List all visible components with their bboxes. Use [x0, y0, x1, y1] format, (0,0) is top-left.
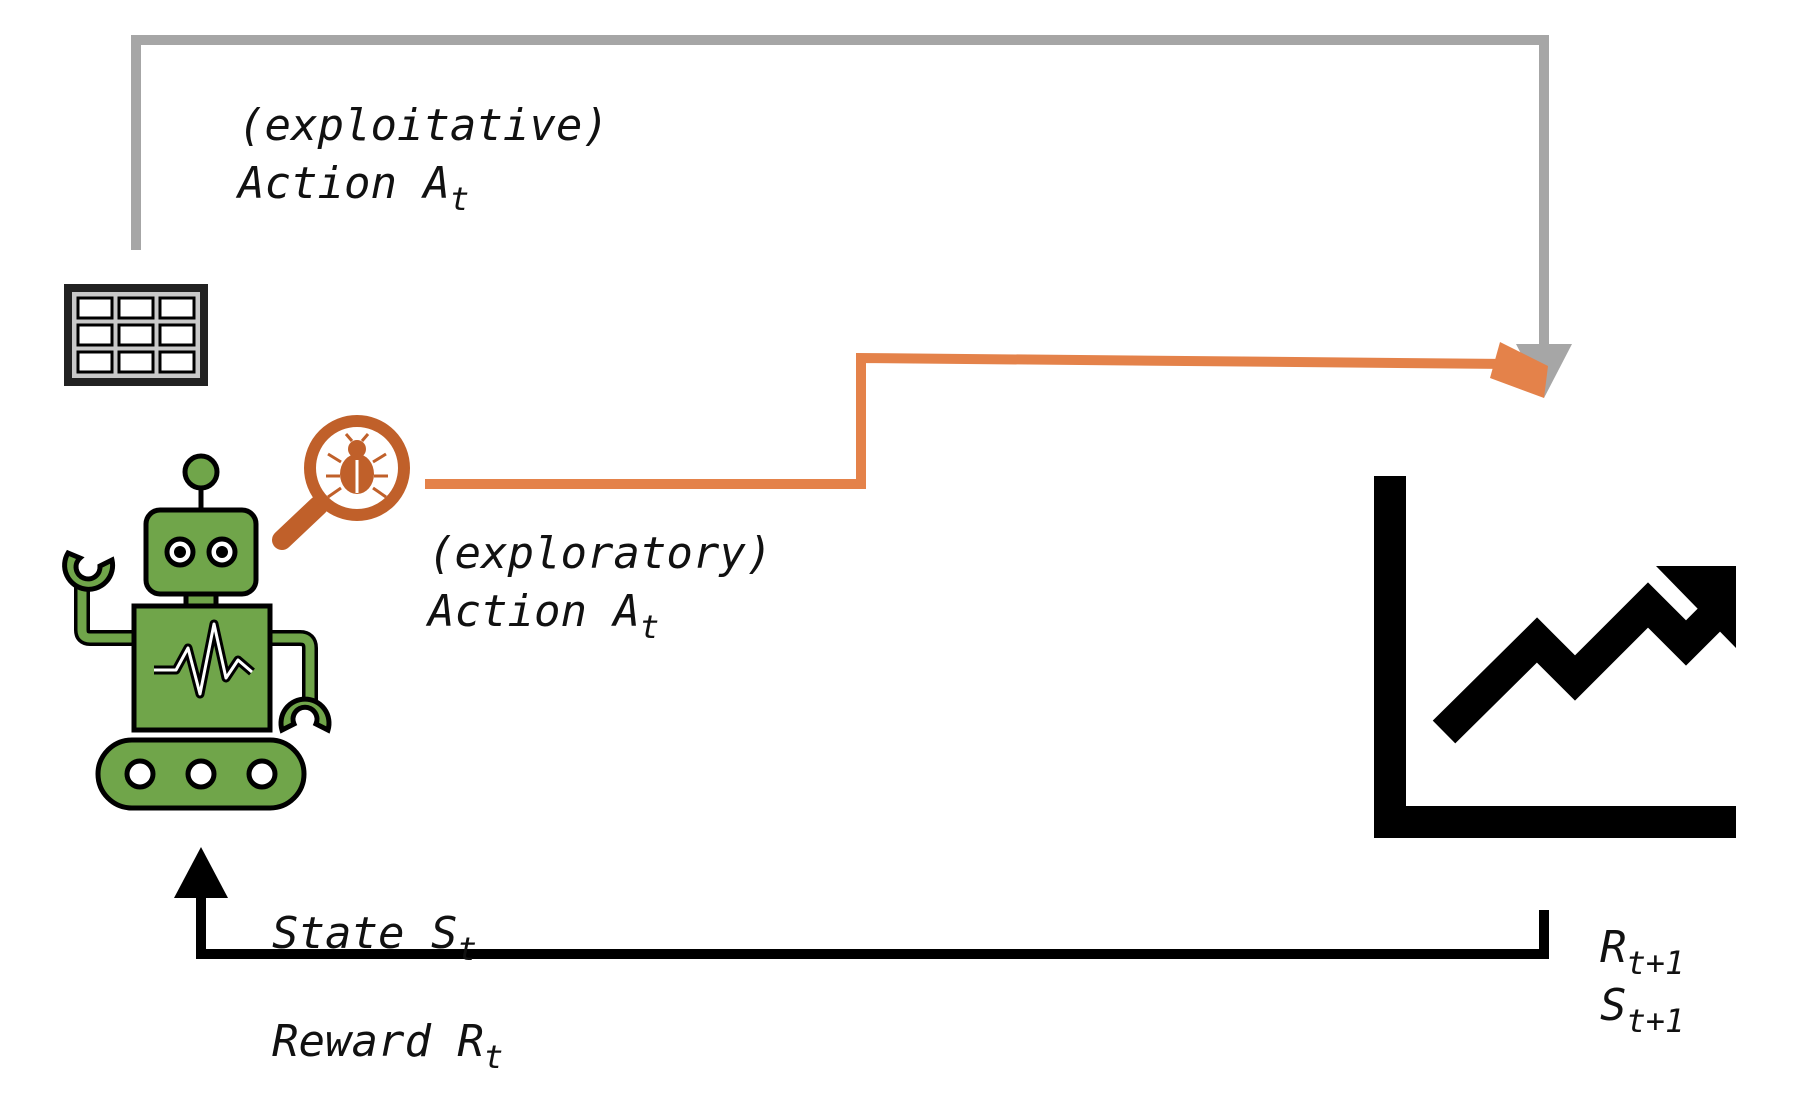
next-reward-label: Rt+1	[1600, 926, 1684, 980]
exploitative-action-arrow	[131, 35, 1572, 398]
robot-icon	[62, 453, 332, 811]
next-reward-subscript: t+1	[1626, 944, 1685, 982]
state-subscript: t	[457, 930, 477, 968]
table-icon	[64, 284, 208, 386]
next-reward-name: R	[1600, 922, 1627, 973]
next-state-name: S	[1600, 980, 1627, 1031]
exploratory-action-arrow	[425, 342, 1548, 489]
exploitative-action-name: Action A	[238, 158, 450, 209]
next-state-label: St+1	[1600, 984, 1684, 1038]
reward-subscript: t	[483, 1038, 504, 1076]
exploitative-action-label: Action At	[238, 162, 469, 216]
exploitative-qualifier: (exploitative)	[238, 100, 609, 151]
exploratory-qualifier: (exploratory)	[428, 528, 773, 579]
exploitative-action-subscript: t	[449, 180, 470, 218]
state-name: State S	[272, 908, 458, 959]
reward-name: Reward R	[272, 1016, 484, 1067]
next-state-subscript: t+1	[1626, 1002, 1685, 1040]
trending-up-chart-icon	[1374, 476, 1736, 838]
magnifier-bug-icon	[272, 415, 410, 550]
state-reward-feedback-arrow	[174, 847, 1549, 959]
exploratory-action-label: Action At	[428, 590, 659, 644]
reward-label: Reward Rt	[272, 1020, 503, 1074]
exploratory-action-name: Action A	[428, 586, 640, 637]
exploratory-action-subscript: t	[639, 608, 660, 646]
state-label: State St	[272, 912, 477, 966]
